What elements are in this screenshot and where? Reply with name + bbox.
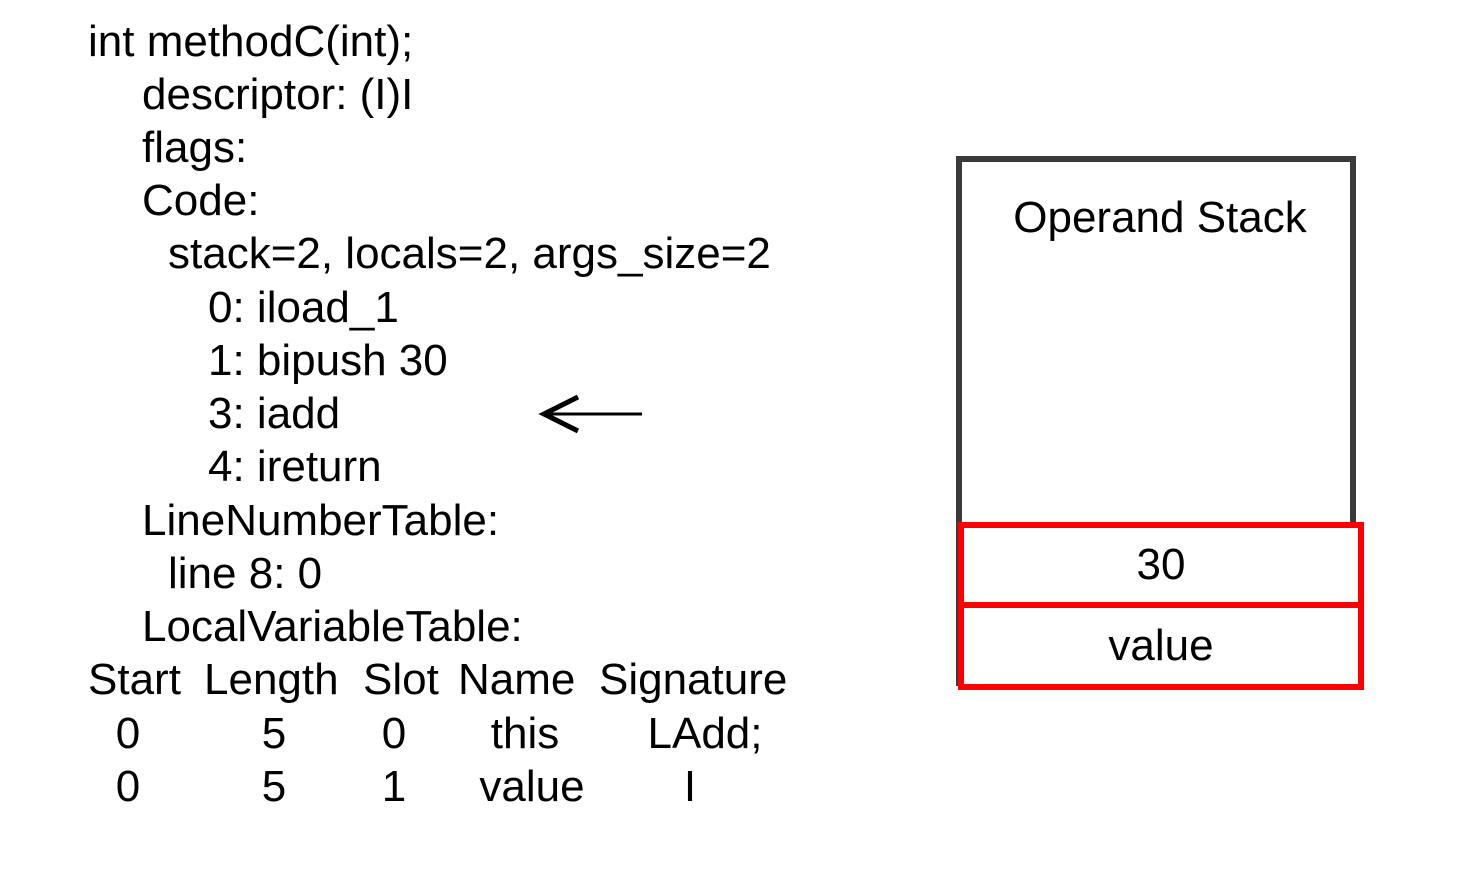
flags-line: flags: — [142, 123, 248, 172]
instruction-line: 0: iload_1 — [208, 283, 399, 332]
line-number-table-header: LineNumberTable: — [142, 496, 500, 545]
column-header-length: Length — [204, 655, 339, 704]
operand-stack-entry-value: value — [1108, 621, 1214, 670]
operand-stack-title: Operand Stack — [1013, 193, 1307, 242]
column-header-signature: Signature — [599, 655, 788, 704]
code-stats-line: stack=2, locals=2, args_size=2 — [168, 229, 771, 278]
instruction-line: 1: bipush 30 — [208, 336, 448, 385]
column-header-start: Start — [88, 655, 181, 704]
descriptor-line: descriptor: (I)I — [142, 70, 414, 119]
table-cell-length: 5 — [261, 709, 287, 758]
table-cell-length: 5 — [261, 762, 287, 811]
table-cell-slot: 0 — [381, 709, 407, 758]
table-cell-name: this — [490, 709, 560, 758]
column-header-slot: Slot — [363, 655, 439, 704]
operand-stack-entry: value — [958, 602, 1364, 690]
operand-stack-entry: 30 — [958, 522, 1364, 608]
code-header: Code: — [142, 176, 260, 225]
operand-stack-entry-value: 30 — [1136, 540, 1186, 589]
local-variable-table-header: LocalVariableTable: — [142, 602, 523, 651]
method-signature: int methodC(int); — [88, 17, 414, 66]
table-cell-signature: I — [683, 762, 697, 811]
instruction-line: 4: ireturn — [208, 442, 382, 491]
current-instruction-line: 3: iadd — [208, 389, 341, 438]
table-cell-start: 0 — [115, 709, 141, 758]
table-cell-start: 0 — [115, 762, 141, 811]
table-cell-signature: LAdd; — [647, 709, 763, 758]
column-header-name: Name — [458, 655, 576, 704]
left-arrow-icon — [538, 394, 642, 434]
line-number-entry: line 8: 0 — [168, 549, 323, 598]
table-cell-name: value — [479, 762, 585, 811]
table-cell-slot: 1 — [381, 762, 407, 811]
